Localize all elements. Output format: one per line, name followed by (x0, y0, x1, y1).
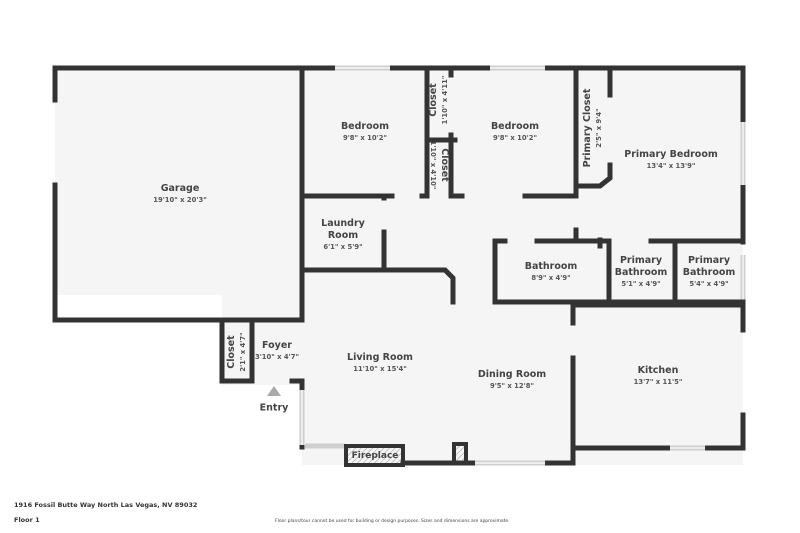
windows (299, 65, 746, 466)
room-dimensions: 5'4" x 4'9" (689, 280, 729, 288)
room-dimensions: 9'8" x 10'2" (342, 134, 387, 142)
room-dimensions: 13'4" x 13'9" (646, 162, 696, 170)
room-primary-bedroom: Primary Bedroom 13'4" x 13'9" (624, 149, 718, 171)
room-name: Primary Bedroom (624, 149, 718, 160)
entry-arrow-icon (267, 386, 281, 396)
room-primary-bathroom-1: Primary Bathroom 5'1" x 4'9" (611, 255, 671, 289)
room-name: Kitchen (637, 365, 679, 376)
room-primary-bathroom-2: Primary Bathroom 5'4" x 4'9" (679, 255, 739, 289)
room-name: Closet (226, 335, 237, 369)
fireplace (344, 442, 468, 467)
room-name: Primary Closet (582, 88, 593, 168)
room-closet-1: Closet 1'10" x 4'11" (428, 76, 450, 125)
room-closet-2: Closet 1'10" x 4'10" (428, 141, 450, 190)
room-dimensions: 9'8" x 10'2" (492, 134, 537, 142)
room-dimensions: 2'5" x 9'4" (595, 108, 603, 148)
room-name: Foyer (262, 340, 292, 351)
room-laundry: Laundry Room 6'1" x 5'9" (313, 218, 373, 252)
disclaimer: Floor plans/tour cannot be used for buil… (275, 519, 510, 524)
room-name: Garage (160, 183, 200, 194)
room-dimensions: 11'10" x 15'4" (353, 365, 407, 373)
room-primary-closet: Primary Closet 2'5" x 9'4" (582, 89, 604, 168)
room-foyer-closet: Closet 2'1" x 4'7" (226, 332, 248, 371)
room-name: Bedroom (490, 121, 540, 132)
room-name: Primary Bathroom (614, 255, 668, 278)
room-dimensions: 9'5" x 12'8" (489, 382, 534, 390)
room-name: Laundry Room (321, 218, 365, 241)
room-bathroom: Bathroom 8'9" x 4'9" (525, 261, 578, 283)
room-dimensions: 19'10" x 20'3" (153, 196, 207, 204)
room-name: Closet (439, 148, 450, 182)
room-kitchen: Kitchen 13'7" x 11'5" (634, 365, 683, 387)
floor-label: Floor 1 (14, 516, 40, 524)
interior-walls (249, 65, 746, 451)
room-name: Bedroom (340, 121, 390, 132)
entry-label: Entry (259, 402, 289, 414)
room-dimensions: 5'1" x 4'9" (621, 280, 661, 288)
room-living-room: Living Room 11'10" x 15'4" (347, 352, 413, 374)
room-bedroom-2: Bedroom 9'8" x 10'2" (491, 121, 539, 143)
room-dimensions: 2'1" x 4'7" (239, 332, 247, 372)
room-dimensions: 3'10" x 4'7" (254, 353, 300, 361)
room-name: Primary Bathroom (682, 255, 736, 278)
room-name: Dining Room (477, 369, 547, 380)
room-bedroom-1: Bedroom 9'8" x 10'2" (341, 121, 389, 143)
property-address: 1916 Fossil Butte Way North Las Vegas, N… (14, 501, 198, 509)
room-dimensions: 1'10" x 4'11" (441, 75, 449, 125)
room-dining-room: Dining Room 9'5" x 12'8" (478, 369, 546, 391)
room-garage: Garage 19'10" x 20'3" (153, 183, 206, 205)
room-name: Bathroom (524, 261, 578, 272)
room-dimensions: 13'7" x 11'5" (633, 378, 683, 386)
room-name: Living Room (347, 352, 413, 363)
room-dimensions: 6'1" x 5'9" (323, 243, 363, 251)
room-name: Closet (428, 83, 439, 117)
floor-area (55, 68, 743, 465)
fireplace-label: Fireplace (351, 451, 399, 461)
room-dimensions: 8'9" x 4'9" (531, 274, 571, 282)
room-dimensions: 1'10" x 4'10" (429, 140, 437, 190)
room-foyer: Foyer 3'10" x 4'7" (255, 340, 299, 362)
